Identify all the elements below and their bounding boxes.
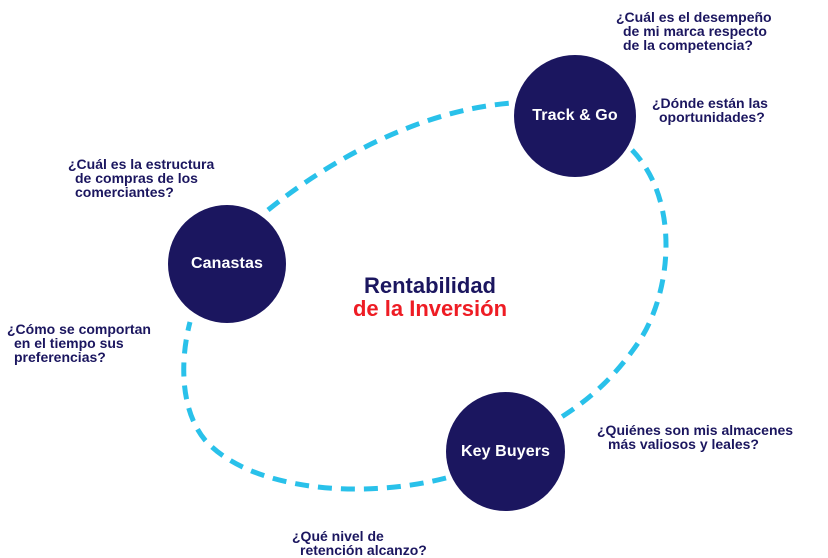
center-title: Rentabilidad de la Inversión — [300, 274, 560, 320]
question-oportunidades: ¿Dónde están las oportunidades? — [652, 95, 768, 125]
node-canastas-label: Canastas — [191, 255, 263, 272]
question-almacenes: ¿Quiénes son mis almacenes más valiosos … — [597, 422, 794, 452]
question-desempeno: ¿Cuál es el desempeño de mi marca respec… — [616, 9, 772, 53]
center-title-line1: Rentabilidad — [363, 273, 496, 298]
node-track-go: Track & Go — [514, 55, 636, 177]
connector-keybuyers-to-canastas — [181, 321, 447, 492]
node-track-go-label: Track & Go — [532, 107, 618, 124]
question-estructura: ¿Cuál es la estructura de compras de los… — [68, 156, 215, 200]
connector-track-to-keybuyers — [558, 148, 669, 421]
center-title-line2: de la Inversión — [352, 296, 508, 321]
node-canastas: Canastas — [168, 205, 286, 323]
question-comportan: ¿Cómo se comportan en el tiempo sus pref… — [7, 321, 151, 365]
connector-canastas-to-track — [266, 100, 513, 212]
node-key-buyers-label: Key Buyers — [460, 442, 551, 460]
node-key-buyers: Key Buyers — [446, 392, 565, 511]
question-retencion: ¿Qué nivel de retención alcanzo? — [292, 528, 427, 558]
